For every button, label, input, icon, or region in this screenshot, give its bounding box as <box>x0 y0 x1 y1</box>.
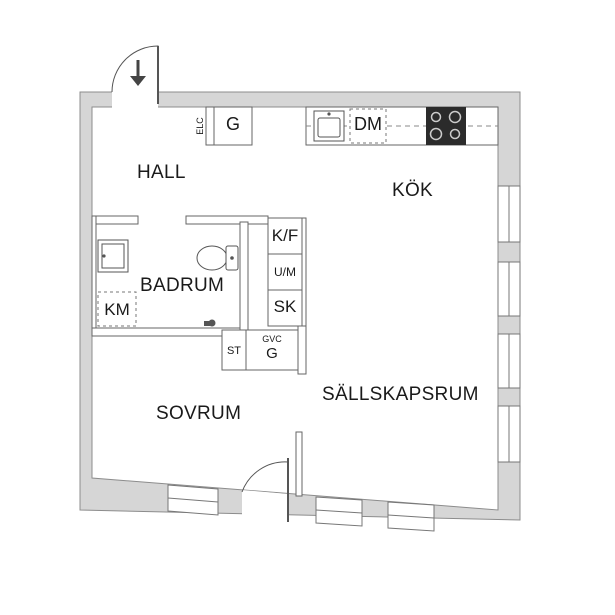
room-label-hall: HALL <box>137 162 186 183</box>
room-label-sovrum: SOVRUM <box>156 403 242 424</box>
bathroom-fixtures <box>97 239 239 327</box>
label-kf: K/F <box>271 226 299 245</box>
interior-walls <box>91 215 307 497</box>
wall-stubs <box>91 215 97 329</box>
kitchen-counter <box>305 106 499 146</box>
label-g-gvc: G <box>266 345 278 362</box>
room-label-kok: KÖK <box>392 180 434 201</box>
entrance-door <box>111 45 159 108</box>
label-g-hall: G <box>225 114 240 134</box>
room-label-sallskapsrum: SÄLLSKAPSRUM <box>322 384 479 405</box>
label-st: ST <box>226 345 242 357</box>
bottom-door <box>241 458 289 525</box>
bottom-windows <box>167 484 435 532</box>
right-windows <box>497 185 521 463</box>
label-sk: SK <box>273 297 297 316</box>
label-elc: ELC <box>195 117 205 135</box>
label-km: KM <box>104 300 130 319</box>
label-um: U/M <box>274 265 296 279</box>
label-gvc: GVC <box>262 334 282 344</box>
label-dm: DM <box>354 114 382 134</box>
room-label-badrum: BADRUM <box>140 275 225 296</box>
hall-fixtures <box>205 106 253 146</box>
